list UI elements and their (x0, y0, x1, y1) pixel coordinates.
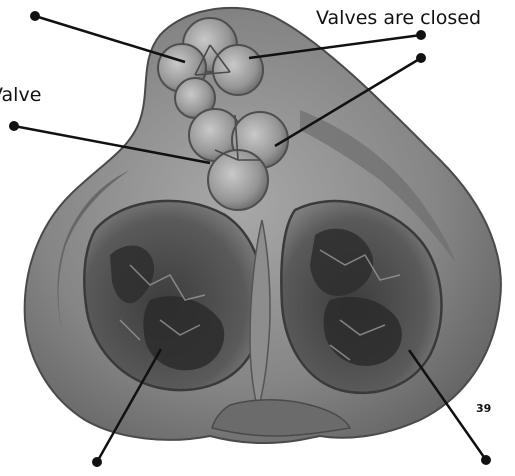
valves-closed-label: Valves are closed (316, 9, 481, 28)
valve-label: Valve (0, 86, 41, 105)
page-number: 39 (476, 403, 491, 414)
left-chamber (84, 201, 263, 390)
